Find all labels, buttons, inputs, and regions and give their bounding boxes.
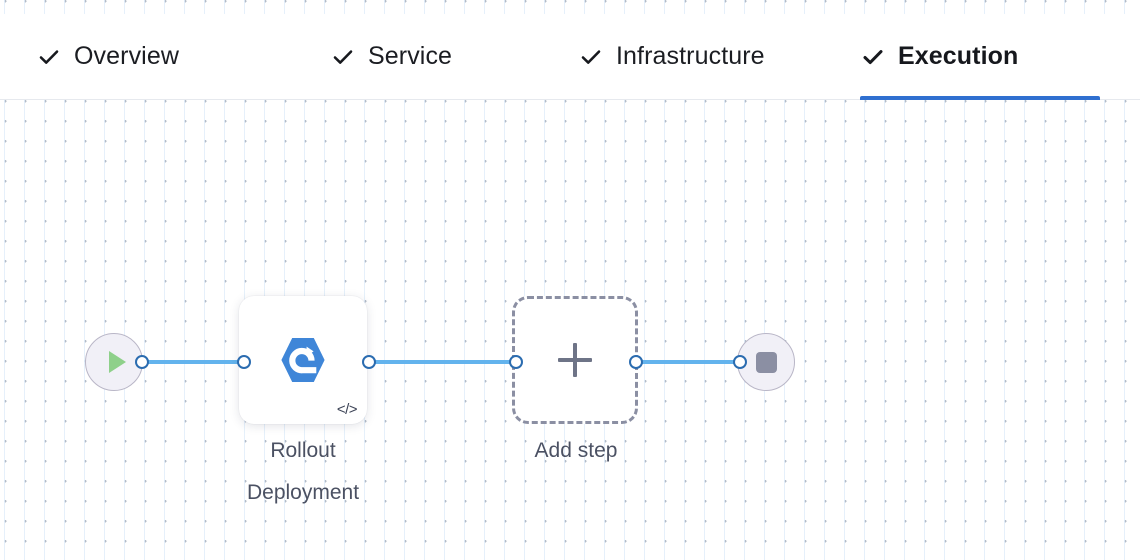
tab-overview-label: Overview (74, 42, 179, 70)
handle-start-output[interactable] (135, 355, 149, 369)
add-step-label: Add step (534, 439, 618, 462)
tab-execution-label: Execution (898, 42, 1019, 70)
check-icon (580, 46, 602, 68)
execution-flow-graph: </> Rollout Deployment Add step (0, 100, 1140, 560)
tab-service-label: Service (368, 42, 453, 70)
tab-execution[interactable]: Execution (860, 14, 1100, 100)
step-node-rollout-deployment[interactable]: </> (239, 296, 367, 424)
code-badge-icon: </> (336, 401, 358, 418)
plus-icon (558, 343, 592, 377)
handle-end-input[interactable] (733, 355, 747, 369)
edge-card-to-addstep[interactable] (367, 360, 519, 364)
check-icon (862, 46, 884, 68)
tab-service[interactable]: Service (330, 14, 500, 99)
tab-infrastructure[interactable]: Infrastructure (578, 14, 826, 99)
step-node-label: Rollout Deployment (246, 439, 360, 504)
edge-start-to-card[interactable] (140, 360, 244, 364)
rollout-deployment-icon (276, 333, 330, 387)
stop-icon (755, 351, 777, 373)
play-icon (108, 351, 126, 373)
handle-card-input[interactable] (237, 355, 251, 369)
tab-active-underline (860, 96, 1100, 100)
handle-addstep-output[interactable] (629, 355, 643, 369)
handle-card-output[interactable] (362, 355, 376, 369)
pipeline-step-tabbar: Overview Service Infrastructure (0, 14, 1140, 100)
tab-infrastructure-label: Infrastructure (616, 42, 765, 70)
add-step-node[interactable] (512, 296, 638, 424)
handle-addstep-input[interactable] (509, 355, 523, 369)
tab-overview[interactable]: Overview (36, 14, 250, 99)
check-icon (332, 46, 354, 68)
check-icon (38, 46, 60, 68)
edge-addstep-to-end[interactable] (634, 360, 740, 364)
